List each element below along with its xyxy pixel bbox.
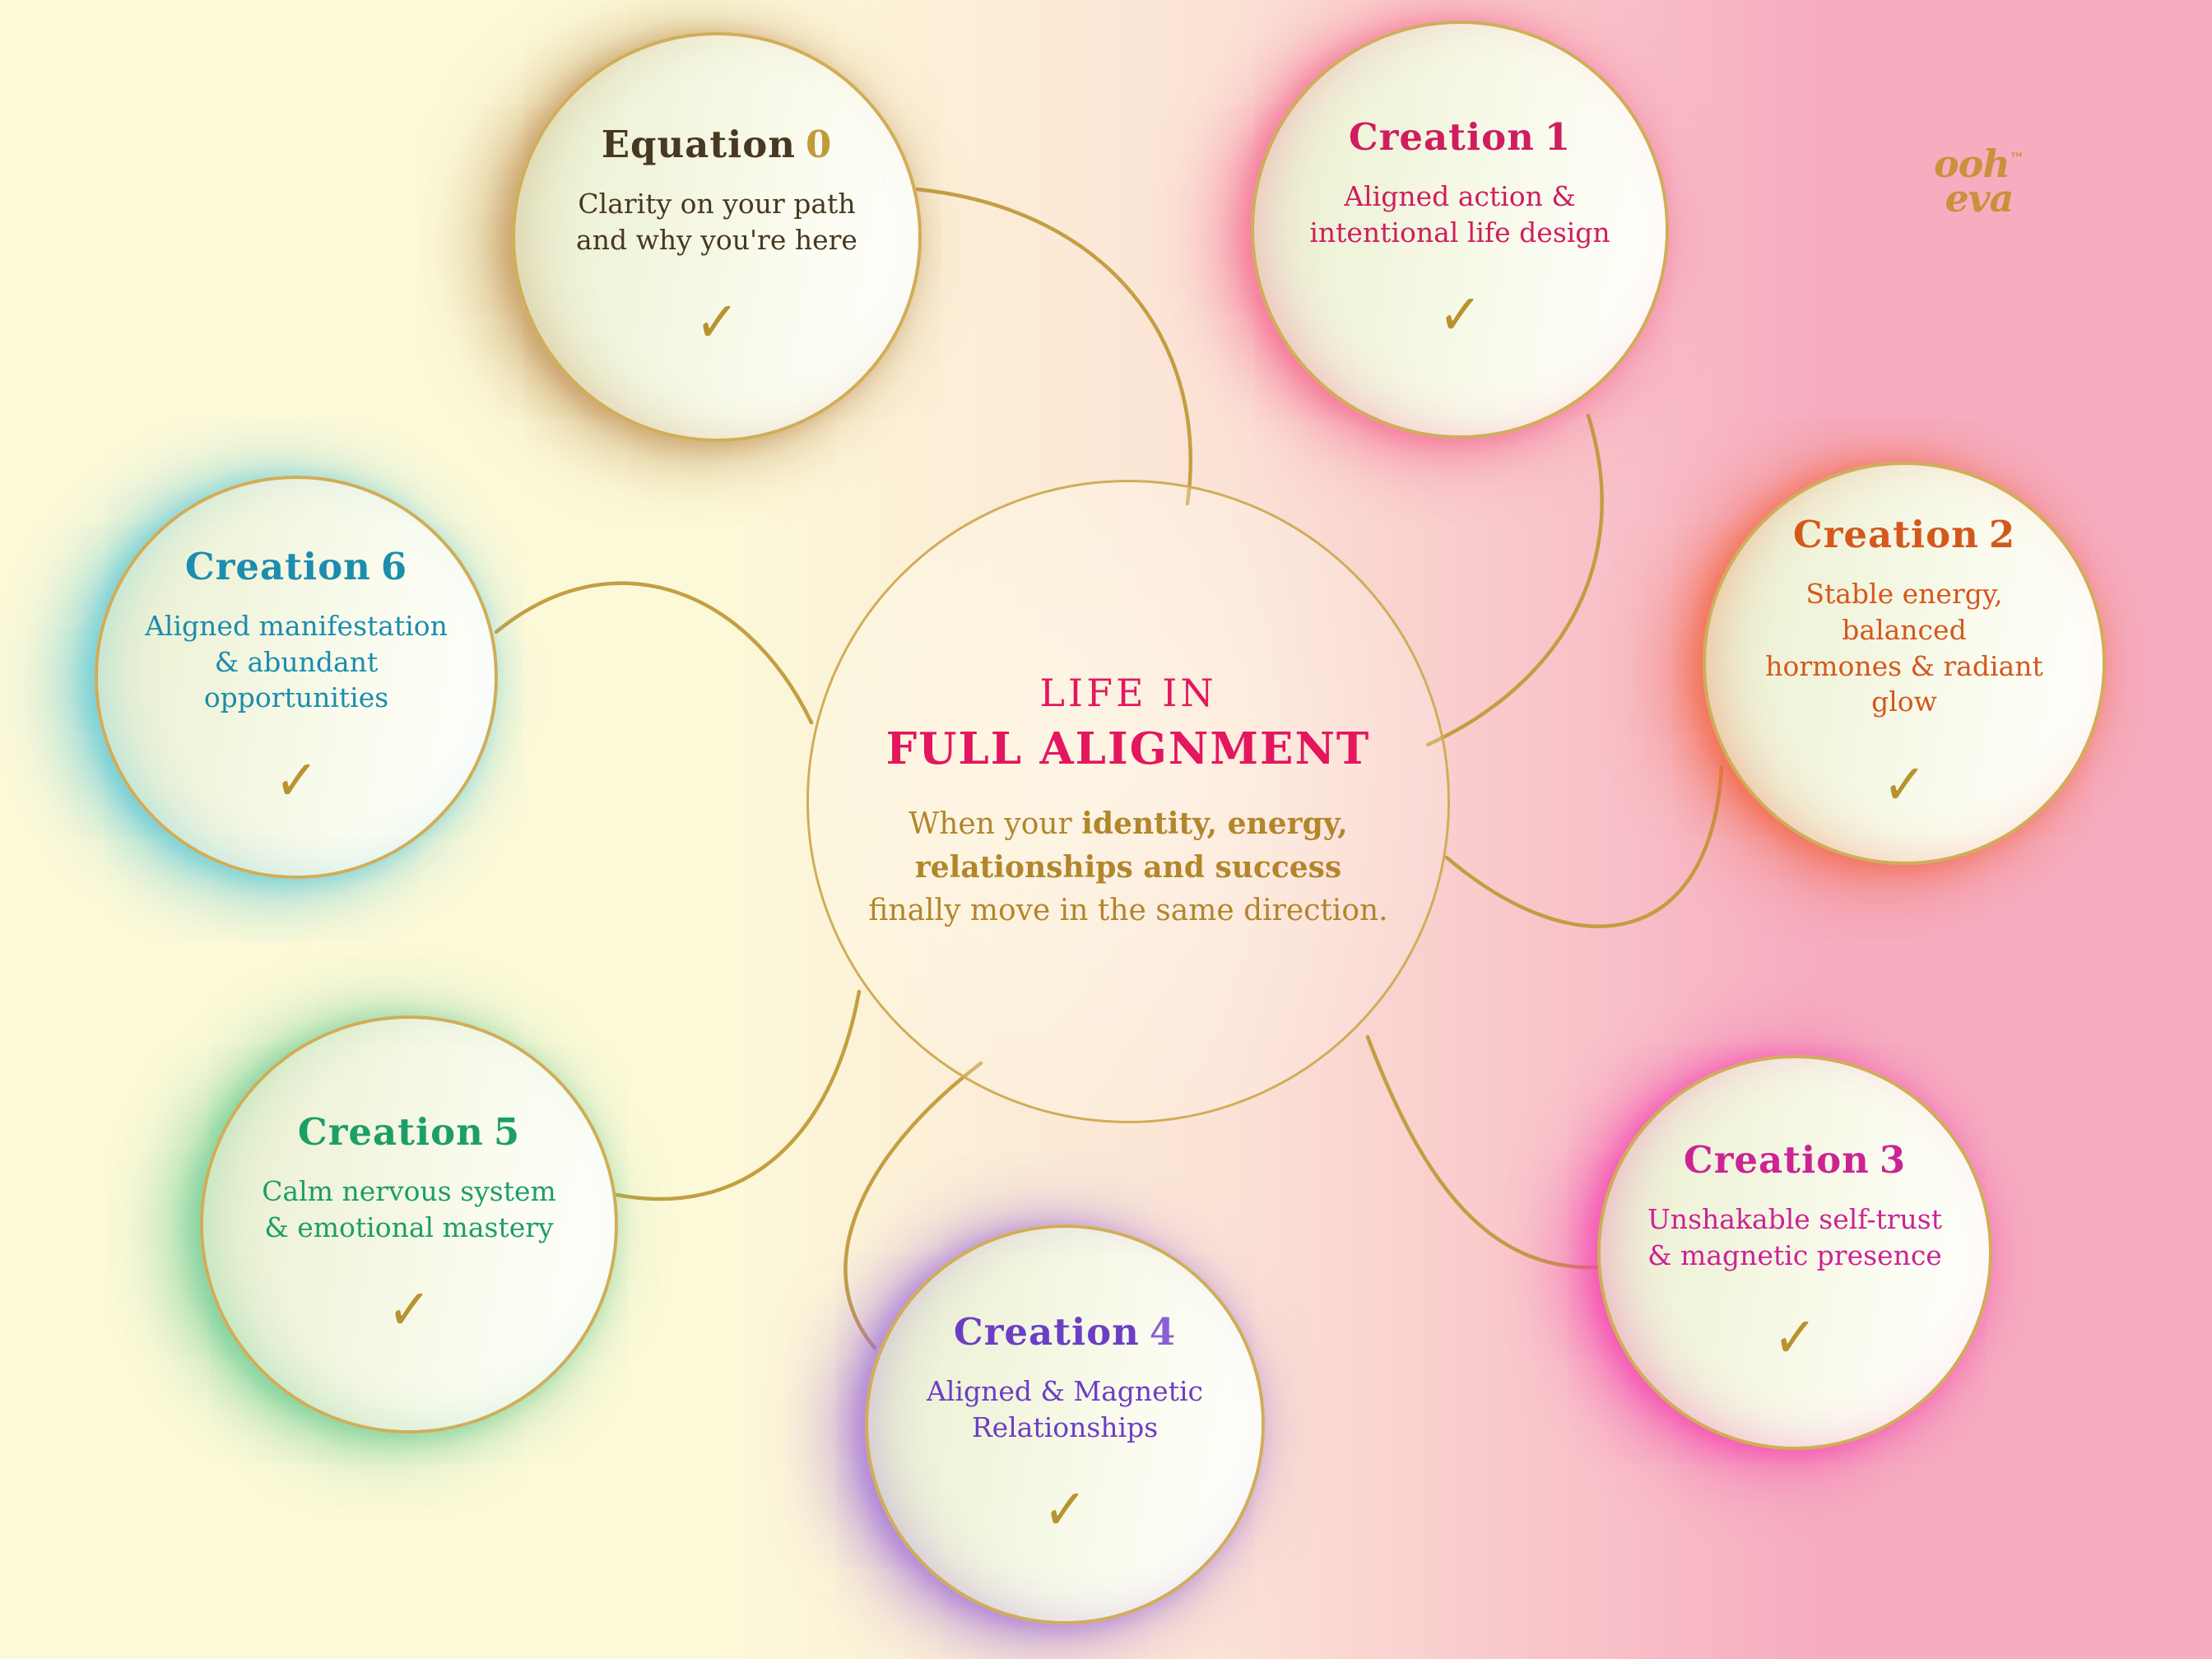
brand-logo: ooh™ eva bbox=[1934, 145, 2024, 217]
check-icon: ✓ bbox=[693, 286, 741, 359]
node-line-2: intentional life design bbox=[1309, 216, 1610, 249]
node-title-number: 0 bbox=[805, 122, 833, 166]
check-icon: ✓ bbox=[1041, 1473, 1089, 1546]
node-line-1: Clarity on your path bbox=[578, 187, 856, 220]
node-line-1: Unshakable self-trust bbox=[1647, 1202, 1942, 1235]
connector-creation-4 bbox=[843, 1061, 983, 1350]
node-line-2: & abundant opportunities bbox=[203, 645, 389, 714]
node-line-2: & emotional mastery bbox=[264, 1211, 554, 1243]
node-title-word: Creation bbox=[953, 1309, 1140, 1354]
node-title-number: 4 bbox=[1149, 1309, 1177, 1354]
center-title-line1: LIFE IN bbox=[1039, 670, 1217, 715]
node-title-number: 2 bbox=[1988, 513, 2016, 557]
brand-word-eva: eva bbox=[1945, 176, 2014, 221]
node-title-word: Creation bbox=[1683, 1137, 1870, 1182]
trademark-symbol: ™ bbox=[2009, 150, 2024, 168]
node-line-1: Aligned manifestation bbox=[145, 610, 448, 643]
node-line-2: Relationships bbox=[971, 1410, 1159, 1443]
connector-creation-6 bbox=[494, 581, 814, 725]
connector-creation-5 bbox=[615, 989, 862, 1201]
center-body-seg1: When your bbox=[908, 806, 1082, 841]
check-icon: ✓ bbox=[385, 1273, 433, 1346]
center-body: When your identity, energy, relationship… bbox=[868, 802, 1387, 933]
node-title-number: 1 bbox=[1544, 114, 1572, 159]
node-line-1: Calm nervous system bbox=[262, 1174, 556, 1207]
node-line-1: Aligned action & bbox=[1344, 179, 1576, 212]
connector-creation-3 bbox=[1365, 1034, 1601, 1270]
node-title-number: 3 bbox=[1879, 1137, 1907, 1182]
connector-creation-2 bbox=[1444, 764, 1724, 928]
connector-creation-1 bbox=[1425, 413, 1604, 747]
node-line-1: Stable energy, balanced bbox=[1805, 578, 2003, 646]
center-body-seg2: identity, energy, bbox=[1081, 806, 1348, 841]
connector-equation-0 bbox=[915, 187, 1192, 506]
check-icon: ✓ bbox=[1436, 278, 1484, 351]
brand-line-2: eva bbox=[1934, 179, 2024, 217]
center-node: LIFE IN FULL ALIGNMENT When your identit… bbox=[806, 480, 1450, 1123]
brand-line-1: ooh™ bbox=[1934, 145, 2024, 183]
check-icon: ✓ bbox=[1771, 1301, 1819, 1374]
center-body-seg3: relationships and success bbox=[914, 849, 1342, 885]
brand-word-ooh: ooh bbox=[1934, 142, 2010, 186]
node-title-word: Creation bbox=[184, 545, 371, 589]
node-line-2: hormones & radiant glow bbox=[1765, 649, 2043, 718]
check-icon: ✓ bbox=[1880, 747, 1928, 820]
node-title-word: Equation bbox=[601, 122, 796, 166]
node-line-2: & magnetic presence bbox=[1647, 1238, 1942, 1271]
check-icon: ✓ bbox=[272, 743, 320, 816]
node-title-word: Creation bbox=[297, 1109, 484, 1154]
node-title-word: Creation bbox=[1348, 114, 1535, 159]
node-title-number: 5 bbox=[493, 1109, 521, 1154]
node-title-number: 6 bbox=[380, 545, 408, 589]
node-line-1: Aligned & Magnetic bbox=[927, 1374, 1203, 1407]
center-title-line2: FULL ALIGNMENT bbox=[885, 723, 1371, 774]
node-line-2: and why you're here bbox=[576, 223, 857, 256]
center-body-seg4: finally move in the same direction. bbox=[868, 894, 1388, 928]
node-title-word: Creation bbox=[1792, 513, 1979, 557]
